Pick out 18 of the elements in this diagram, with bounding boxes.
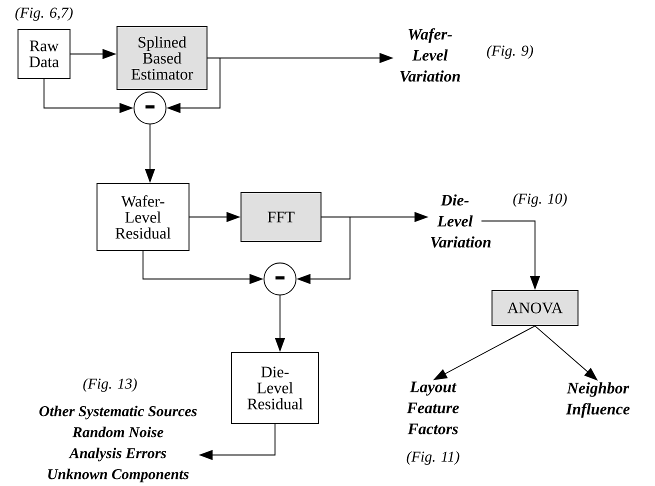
output-label: Wafer-Level Variation bbox=[400, 28, 460, 82]
process-box: FFT bbox=[240, 192, 322, 242]
process-box: Splined Based Estimator bbox=[116, 26, 208, 90]
figure-reference: (Fig. 10) bbox=[513, 193, 567, 207]
summing-junction bbox=[264, 262, 296, 296]
summing-junction bbox=[134, 92, 166, 124]
figure-reference: (Fig. 9) bbox=[487, 45, 534, 59]
output-list: Other Systematic Sources Random Noise Analysis Errors Unknown Components bbox=[39, 406, 197, 482]
process-box: Wafer-Level Residual bbox=[96, 183, 190, 251]
figure-reference: (Fig. 6,7) bbox=[15, 7, 73, 21]
figure-reference: (Fig. 13) bbox=[83, 378, 137, 392]
output-label: Layout Feature Factors bbox=[406, 382, 459, 434]
figure-reference: (Fig. 11) bbox=[406, 451, 460, 465]
process-box: ANOVA bbox=[492, 290, 578, 326]
output-label: Neighbor Influence bbox=[566, 382, 630, 418]
process-box: Raw Data bbox=[18, 29, 70, 79]
process-box: Die-Level Residual bbox=[231, 352, 319, 424]
output-label: Die-Level Variation bbox=[430, 194, 491, 248]
